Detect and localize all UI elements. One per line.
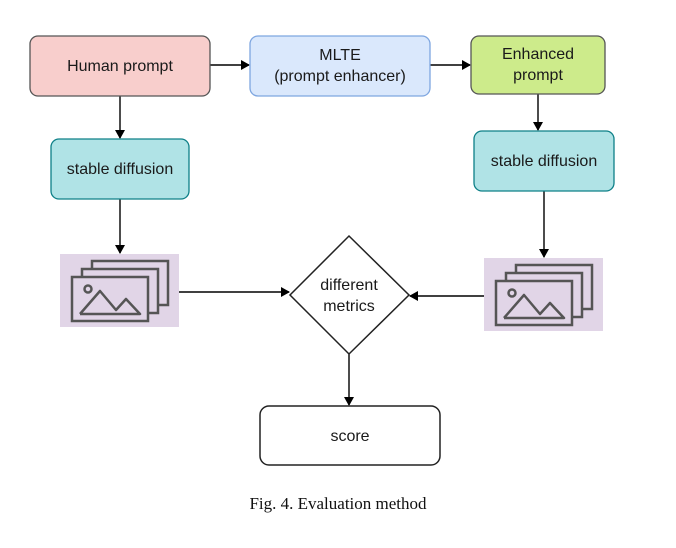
image-left-node (60, 254, 179, 327)
stable-diffusion-left-box (50, 138, 190, 200)
image-stack-icon (70, 259, 170, 323)
edges (115, 60, 549, 406)
mlte-label-line2: (prompt enhancer) (274, 68, 406, 85)
different-metrics-node: different metrics (288, 234, 411, 356)
stable-diffusion-right-label: stable diffusion (491, 153, 597, 170)
human-prompt-box (29, 35, 211, 97)
image-stack-icon (494, 263, 594, 327)
different-metrics-label-line2: metrics (323, 298, 375, 315)
stable-diffusion-right-box (473, 130, 615, 192)
mlte-label-line1: MLTE (319, 47, 360, 64)
enhanced-prompt-box (470, 35, 606, 95)
different-metrics-label-line1: different (320, 277, 378, 294)
figure-caption: Fig. 4. Evaluation method (249, 494, 427, 513)
stable-diffusion-left-node: stable diffusion (50, 138, 190, 200)
enhanced-prompt-node: Enhanced prompt (470, 35, 606, 95)
enhanced-prompt-label-line1: Enhanced (502, 46, 574, 63)
stable-diffusion-right-node: stable diffusion (473, 130, 615, 192)
stable-diffusion-left-label: stable diffusion (67, 161, 173, 178)
score-label: score (330, 428, 369, 445)
score-box (259, 405, 441, 466)
human-prompt-node: Human prompt (29, 35, 211, 97)
score-node: score (259, 405, 441, 466)
enhanced-prompt-label-line2: prompt (513, 67, 563, 84)
image-right-node (484, 258, 603, 331)
human-prompt-label: Human prompt (67, 58, 173, 75)
mlte-node: MLTE (prompt enhancer) (249, 35, 431, 97)
mlte-box (249, 35, 431, 97)
different-metrics-diamond (288, 234, 411, 356)
